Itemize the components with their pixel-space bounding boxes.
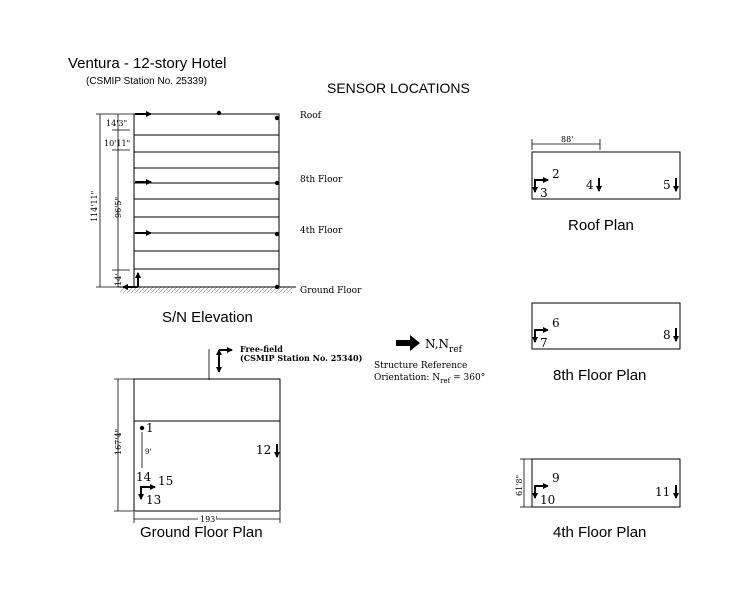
- floor8-plan-caption: 8th Floor Plan: [553, 367, 646, 384]
- sensor-13-label: 13: [146, 493, 161, 507]
- floor-label-4th: 4th Floor: [300, 226, 343, 236]
- roof-plan: 88' 2 3 4 5: [531, 135, 681, 200]
- floor-label-roof: Roof: [300, 111, 322, 121]
- floor8-sensor-dot: [274, 180, 280, 186]
- north-ref-subscript: ref: [449, 345, 463, 355]
- sensor-7-label: 7: [540, 336, 548, 350]
- sensor-15-label: 15: [158, 474, 173, 488]
- ground-floor-plan: Free-field (CSMIP Station No. 25340) 167…: [114, 344, 363, 524]
- sensor-9-label: 9: [552, 471, 560, 485]
- dim-second-story: 10'11": [104, 139, 130, 148]
- sensor-14-label: 14: [136, 470, 152, 484]
- roof-plan-outline: [531, 151, 681, 200]
- svg-text:N,Nref: N,Nref: [425, 337, 463, 355]
- dim-floor4-depth: 61'8": [515, 475, 524, 496]
- free-field-label: Free-field: [240, 344, 283, 354]
- ground-plan-outline: [133, 378, 281, 512]
- elevation-floor-lines: [134, 134, 279, 270]
- sensor-1-label: 1: [146, 421, 154, 435]
- sn-elevation: 14'3" 10'11" 96'5" 114'11" 14' Roof 8th …: [90, 110, 362, 296]
- dim-offset: 9': [145, 448, 151, 456]
- orientation-reference: N,Nref Structure Reference Orientation: …: [374, 335, 485, 385]
- dim-top-story: 14'3": [106, 119, 127, 128]
- floor-label-8th: 8th Floor: [300, 175, 343, 185]
- ground-hatch: [120, 287, 292, 293]
- sensor-11-label: 11: [655, 485, 670, 499]
- roof-sensor-dot: [274, 115, 280, 121]
- roof-sensor-dot: [216, 110, 222, 116]
- sensor-5-label: 5: [663, 178, 671, 192]
- floor4-plan-outline: [531, 458, 681, 508]
- sensor-6-label: 6: [552, 316, 560, 330]
- floor4-plan-caption: 4th Floor Plan: [553, 524, 646, 541]
- ground-sensor-dot: [274, 284, 280, 290]
- dim-roof-width: 88': [561, 135, 573, 144]
- sensor-12-label: 12: [256, 443, 271, 457]
- floor4-sensor-dot: [274, 231, 280, 237]
- floor4-plan: 61'8" 9 10 11: [515, 458, 681, 508]
- sensor-locations-heading: SENSOR LOCATIONS: [327, 80, 470, 96]
- dim-middle: 96'5": [114, 197, 123, 218]
- orientation-text: Orientation: N: [374, 373, 440, 383]
- elevation-outline: [133, 113, 280, 288]
- ground-plan-caption: Ground Floor Plan: [140, 524, 263, 541]
- dim-bottom-story: 14': [114, 274, 123, 286]
- sensor-10-label: 10: [540, 493, 555, 507]
- north-arrow-icon: [396, 335, 420, 351]
- dim-plan-width: 193': [200, 515, 217, 524]
- orientation-value: = 360°: [450, 373, 485, 383]
- dim-total-height: 114'11": [90, 191, 99, 222]
- floor-label-ground: Ground Floor: [300, 286, 362, 296]
- sensor-3-label: 3: [540, 186, 548, 200]
- north-ref-label: N,N: [425, 337, 449, 351]
- floor8-plan: 6 7 8: [531, 302, 681, 350]
- svg-text:Orientation: Nref = 360°: Orientation: Nref = 360°: [374, 373, 485, 385]
- diagram-title: Ventura - 12-story Hotel: [68, 55, 226, 72]
- sensor-1-dot: [139, 425, 145, 431]
- floor8-plan-outline: [531, 302, 681, 350]
- structure-reference-text: Structure Reference: [374, 361, 467, 371]
- orientation-subscript: ref: [440, 377, 451, 385]
- free-field-station: (CSMIP Station No. 25340): [240, 353, 363, 363]
- sensor-8-label: 8: [663, 328, 671, 342]
- sensor-2-label: 2: [552, 167, 560, 181]
- station-number: (CSMIP Station No. 25339): [86, 76, 207, 87]
- dim-plan-depth: 167'4": [114, 429, 123, 455]
- elevation-caption: S/N Elevation: [162, 309, 253, 326]
- sensor-4-label: 4: [586, 178, 594, 192]
- roof-plan-caption: Roof Plan: [568, 217, 634, 234]
